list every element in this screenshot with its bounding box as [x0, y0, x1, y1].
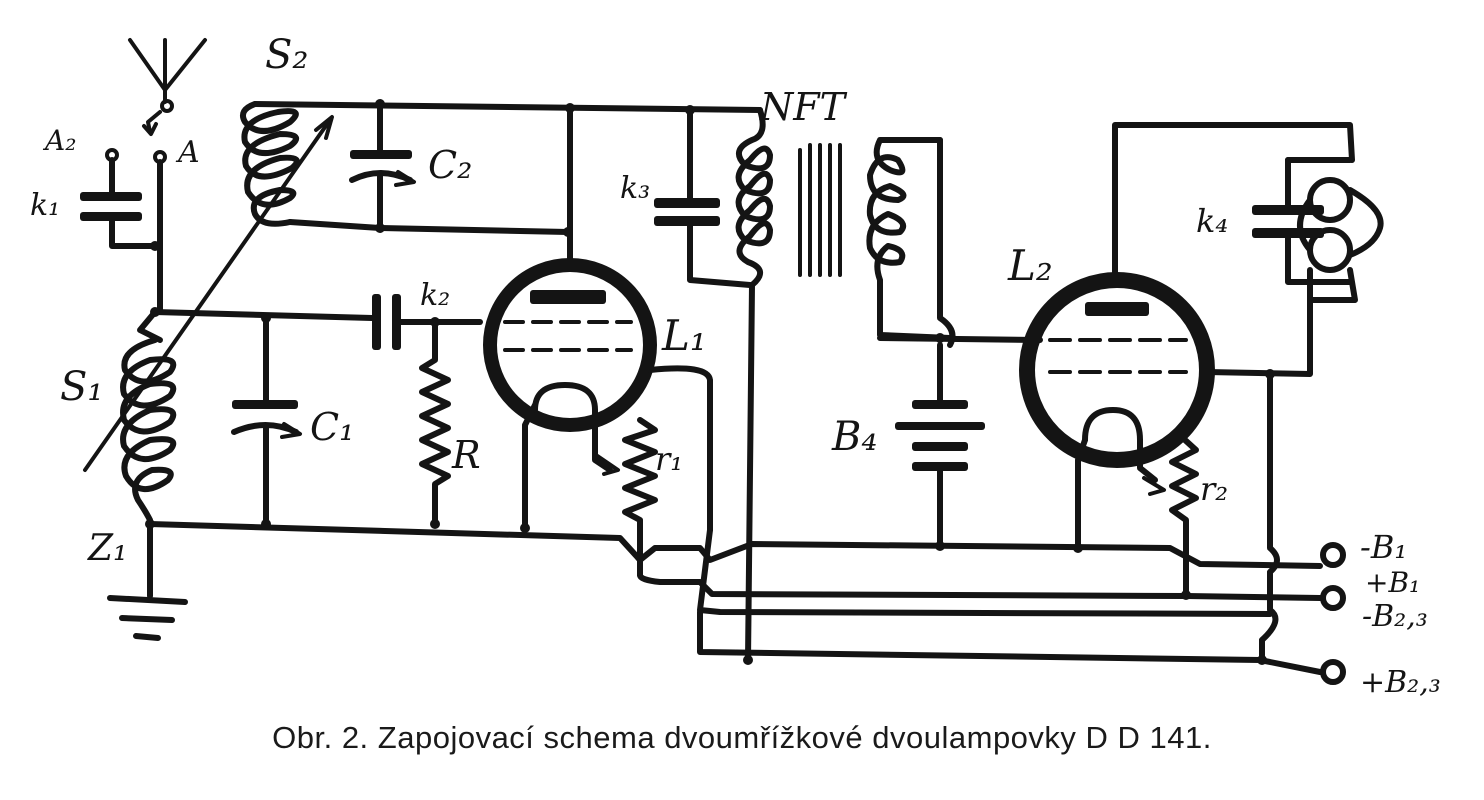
label-l2: L₂: [1007, 241, 1053, 290]
label-a: A: [175, 135, 200, 170]
wire-s1-top: [137, 309, 163, 343]
tube-l2: [1019, 272, 1215, 468]
wire-phones-return: [1307, 267, 1358, 303]
label-r2: r₂: [1200, 470, 1228, 508]
terminal-plus-b23: [1320, 659, 1346, 685]
inductor-s1: [120, 337, 177, 523]
wire-l2-plate: [1112, 122, 1355, 288]
label-nft: NFT: [759, 85, 848, 129]
resistor-r: [419, 319, 451, 527]
wire-l2-grid: [877, 335, 1043, 343]
label-k1: k₁: [30, 188, 60, 223]
label-plus-b1: +B₁: [1365, 566, 1420, 599]
wire-l2-filament-right: [1137, 437, 1158, 483]
terminal-minus-b1: [1320, 542, 1346, 568]
capacitor-c1: [231, 315, 302, 527]
wire-l2-grid2: [1204, 267, 1313, 377]
capacitor-c2: [349, 101, 416, 231]
label-l1: L₁: [661, 311, 707, 360]
wire-l2-return: [1259, 371, 1280, 663]
wire-c2-bottom: [377, 225, 571, 235]
rail-plus-b23: [697, 609, 1323, 675]
label-r: R: [451, 433, 481, 477]
capacitor-k1: [80, 157, 158, 249]
wire-top-rail: [252, 101, 763, 113]
label-plus-b23: +B₂,₃: [1360, 665, 1441, 700]
headphones-symbol: [1297, 177, 1384, 273]
wire-l1-filament-left: [522, 402, 538, 531]
rheostat-r1: [594, 417, 658, 578]
wire-l1-grid2: [647, 365, 713, 533]
label-k4: k₄: [1196, 202, 1228, 240]
label-b4: B₄: [831, 414, 877, 460]
label-z1: Z₁: [87, 528, 127, 569]
capacitor-k2: [372, 294, 483, 350]
label-s1: S₁: [60, 364, 103, 410]
label-c2: C₂: [428, 143, 472, 187]
figure-caption: Obr. 2. Zapojovací schema dvoumřížkové d…: [272, 720, 1212, 755]
ground-symbol: [107, 521, 188, 641]
rheostat-r2: [1142, 437, 1199, 598]
capacitor-k3: [654, 107, 753, 288]
antenna-symbol: [128, 38, 207, 136]
label-c1: C₁: [310, 405, 354, 449]
wire-l2-filament-left: [1075, 437, 1088, 551]
rail-minus-b23: [697, 527, 1273, 617]
inductor-s2: [240, 101, 383, 231]
tuning-arrow-head: [314, 115, 334, 140]
battery-b4: [895, 342, 985, 549]
transformer-nft-primary: [735, 107, 773, 663]
label-s2: S₂: [265, 32, 308, 78]
terminal-plus-b1: [1320, 585, 1346, 611]
rail-minus-b1: [147, 521, 1323, 569]
label-k2: k₂: [420, 278, 450, 313]
label-minus-b1: -B₁: [1360, 528, 1407, 566]
label-k3: k₃: [620, 171, 650, 206]
transformer-nft-secondary: [866, 137, 956, 348]
rail-plus-b1: [637, 572, 1323, 601]
junction-dots: [145, 99, 1275, 665]
label-r1: r₁: [655, 440, 683, 478]
tube-l1: [483, 258, 657, 432]
label-minus-b23: -B₂,₃: [1362, 599, 1428, 634]
label-a2: A₂: [42, 124, 76, 157]
transformer-nft-core: [798, 143, 842, 277]
wire-l1-filament-right: [592, 407, 613, 473]
